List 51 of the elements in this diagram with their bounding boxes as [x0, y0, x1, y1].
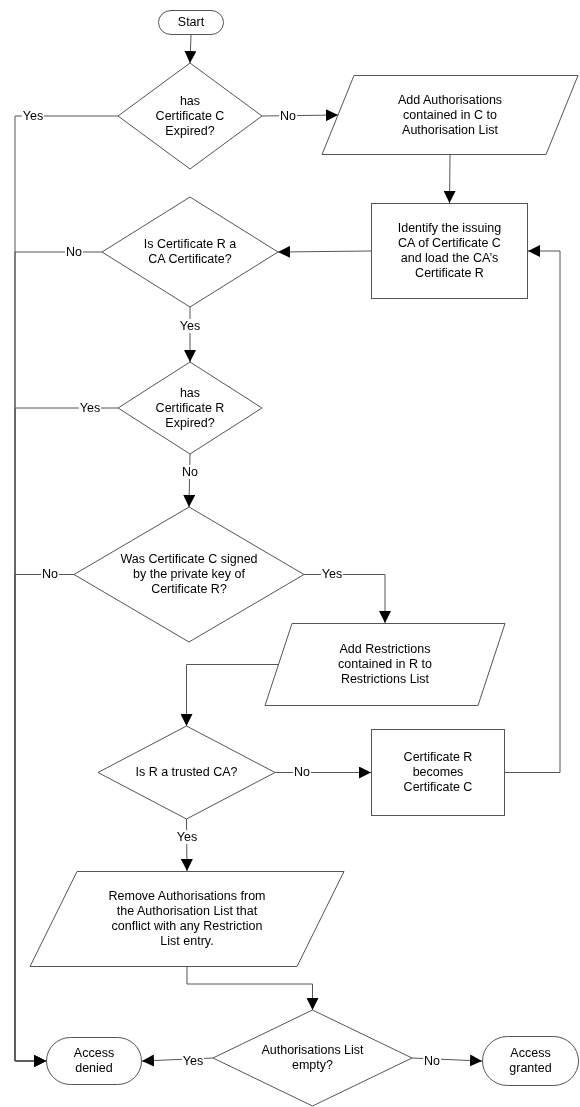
node-label: Add Authorisations contained in C to Authorisation List [396, 92, 504, 138]
edge-label: No [65, 245, 83, 259]
process-box [371, 203, 528, 299]
node-label: Identify the issuing CA of Certificate C and load the CA’s Certificate R [396, 221, 503, 281]
arrow [274, 766, 372, 779]
node-label: Access granted [508, 1046, 553, 1076]
arrow [184, 34, 197, 64]
arrow [180, 818, 193, 872]
node-label: Access denied [72, 1046, 116, 1076]
node-label: Add Restrictions contained in R to Restrictions List [337, 642, 433, 687]
arrow [443, 154, 456, 204]
edge-label: No [293, 765, 311, 779]
node-label: has Certificate C Expired? [154, 93, 226, 139]
terminator-shape [46, 1037, 142, 1085]
edge-label: Yes [78, 401, 102, 415]
node-label: Certificate R becomes Certificate C [402, 750, 474, 795]
node-label: Remove Authorisations from the Authorisation List that conflict with any Restriction List entry. [107, 889, 267, 949]
arrow [180, 664, 279, 727]
node-label: Authorisations List empty? [260, 1043, 365, 1073]
edge-label: Yes [178, 319, 202, 333]
edge-label: No [423, 1054, 441, 1068]
edge-label: No [181, 465, 199, 479]
arrow [186, 966, 319, 1011]
decision-diamond [118, 63, 262, 169]
edge-label: Yes [175, 830, 199, 844]
node-label: Is Certificate R a CA Certificate? [142, 237, 238, 267]
arrow [504, 245, 561, 773]
node-label: Start [176, 15, 206, 30]
terminator-shape [482, 1036, 579, 1086]
arrow [14, 574, 75, 1067]
decision-diamond [98, 726, 275, 819]
edge-label: Yes [320, 567, 344, 581]
decision-diamond [74, 507, 304, 642]
arrow [184, 306, 196, 363]
node-label: Was Certificate C signed by the private key of Certificate R? [119, 552, 259, 597]
process-box [371, 729, 505, 816]
edge-label: Yes [181, 1054, 205, 1068]
arrow [277, 245, 372, 258]
edge-label: No [279, 109, 297, 123]
arrow [303, 574, 391, 624]
node-label: Is R a trusted CA? [134, 765, 239, 780]
data-parallelogram [30, 871, 344, 967]
decision-diamond [102, 197, 278, 307]
node-label: has Certificate R Expired? [154, 385, 226, 431]
edge-label: Yes [21, 109, 45, 123]
terminator-shape [158, 10, 224, 35]
decision-diamond [213, 1010, 412, 1106]
data-parallelogram [322, 75, 578, 155]
data-parallelogram [265, 623, 505, 706]
decision-diamond [118, 362, 262, 454]
edge-label: No [41, 567, 59, 581]
